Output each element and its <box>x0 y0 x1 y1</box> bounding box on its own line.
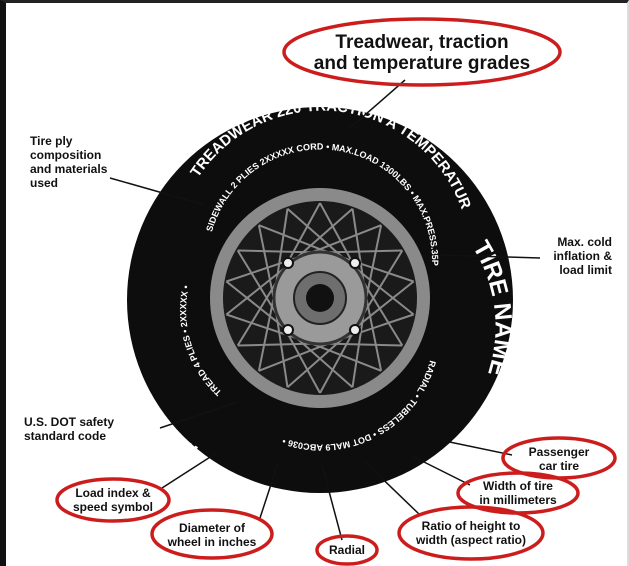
callout-load-line2: speed symbol <box>73 500 153 514</box>
callout-ratio: Ratio of height to width (aspect ratio) <box>415 519 526 547</box>
hub-center <box>306 284 334 312</box>
callout-diameter: Diameter of wheel in inches <box>167 521 257 549</box>
callout-treadwear-line1: Treadwear, traction <box>335 32 508 53</box>
callout-passenger: Passenger car tire <box>529 445 590 473</box>
callout-passenger-line2: car tire <box>539 459 579 473</box>
callout-width-line1: Width of tire <box>483 479 553 493</box>
callout-treadwear: Treadwear, traction and temperature grad… <box>314 32 530 74</box>
callout-inflation: Max. cold inflation & load limit <box>553 235 612 277</box>
callout-treadwear-line2: and temperature grades <box>314 53 530 74</box>
callout-ply-line2: composition <box>30 148 101 162</box>
callout-ply-line1: Tire ply <box>30 134 73 148</box>
callout-ply: Tire ply composition and materials used <box>30 134 108 190</box>
callout-dot: U.S. DOT safety standard code <box>24 415 114 443</box>
callout-diameter-line1: Diameter of <box>179 521 246 535</box>
callout-dot-line1: U.S. DOT safety <box>24 415 114 429</box>
callout-passenger-line1: Passenger <box>529 445 590 459</box>
callout-width-line2: in millimeters <box>479 493 557 507</box>
callout-load: Load index & speed symbol <box>73 486 153 514</box>
lug-nut <box>350 258 360 268</box>
callout-radial-label: Radial <box>329 543 365 557</box>
lug-nut <box>283 258 293 268</box>
callout-inflation-line1: Max. cold <box>557 235 612 249</box>
callout-inflation-line2: inflation & <box>553 249 612 263</box>
callout-ply-line3: and materials <box>30 162 108 176</box>
callout-width: Width of tire in millimeters <box>479 479 557 507</box>
callout-diameter-line2: wheel in inches <box>167 535 257 549</box>
callout-radial: Radial <box>329 543 365 557</box>
callout-ratio-line1: Ratio of height to <box>422 519 521 533</box>
lug-nut <box>283 325 293 335</box>
lug-nut <box>350 325 360 335</box>
callout-ratio-line2: width (aspect ratio) <box>415 533 526 547</box>
callout-ply-line4: used <box>30 176 58 190</box>
callout-dot-line2: standard code <box>24 429 106 443</box>
callout-inflation-line3: load limit <box>559 263 612 277</box>
callout-load-line1: Load index & <box>75 486 151 500</box>
